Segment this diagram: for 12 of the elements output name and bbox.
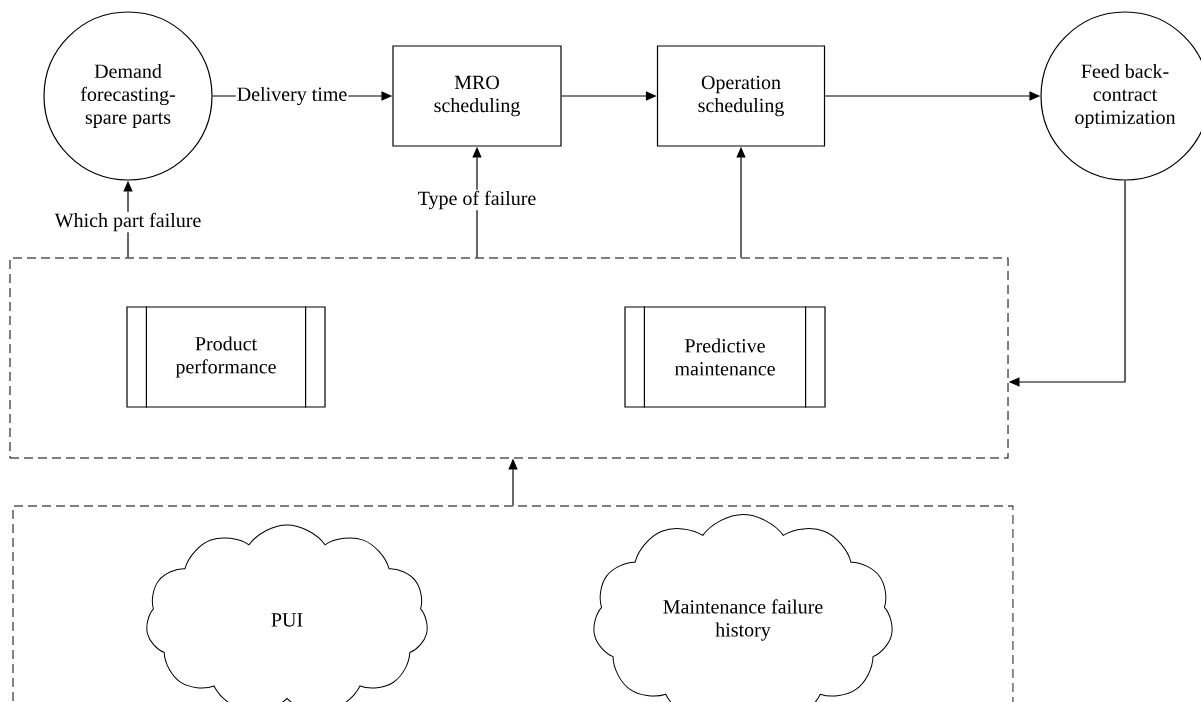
cloud-node: Maintenance failure history (593, 513, 893, 702)
subprocess-box: Predictive maintenance (624, 305, 826, 409)
circle-node: Demand forecasting- spare parts (43, 11, 213, 181)
edge-label: Which part failure (53, 211, 203, 233)
edge-label: Type of failure (416, 189, 538, 211)
process-box: MRO scheduling (392, 45, 562, 147)
process-box: Operation scheduling (656, 45, 826, 147)
cloud-node: PUI (146, 524, 428, 702)
edge-label: Delivery time (235, 85, 349, 107)
subprocess-box: Product performance (126, 305, 326, 409)
dashed-group-box (12, 505, 1014, 702)
dashed-group-box (9, 257, 1009, 459)
